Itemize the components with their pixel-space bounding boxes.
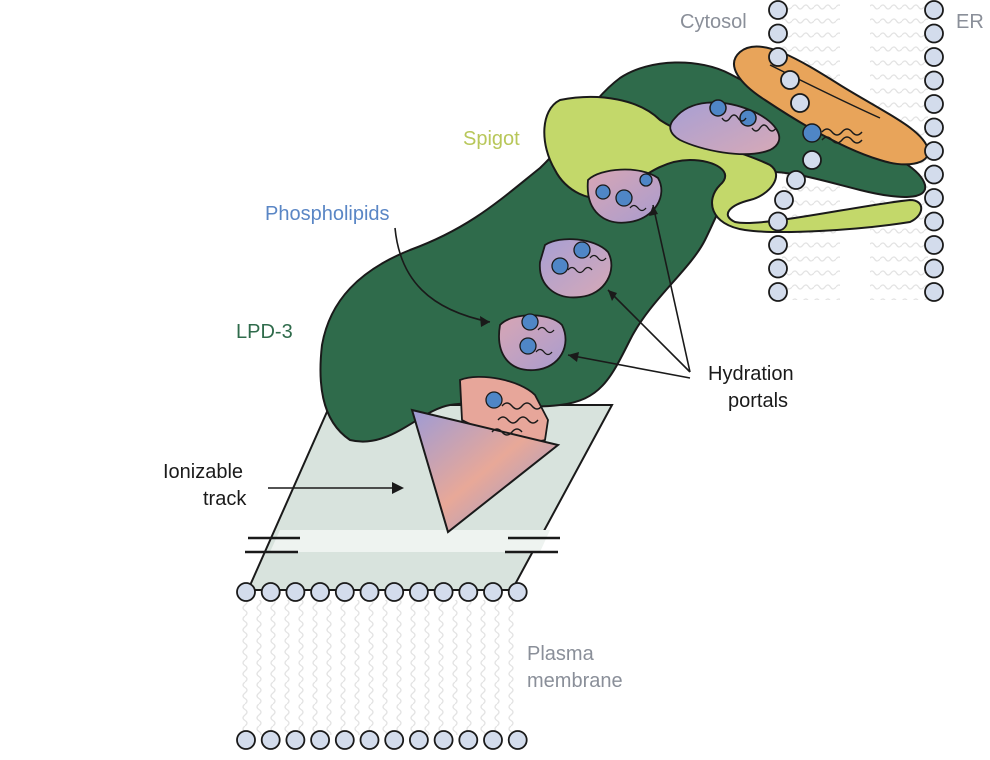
lipid-head (507, 730, 528, 750)
lipid-head (924, 235, 944, 255)
lipid-head (483, 582, 503, 602)
lipid-head (285, 582, 306, 602)
lipid-head (359, 730, 380, 750)
lipid-head (359, 582, 380, 602)
plasma-membrane (238, 600, 518, 735)
lipid-head (924, 0, 944, 20)
plasma-label-line2: membrane (527, 670, 623, 692)
lipid-head (334, 730, 355, 750)
lipid-head (768, 282, 788, 302)
lipid-head (384, 730, 405, 750)
pm-top-leaflet (236, 582, 528, 602)
portal-arrow-3 (567, 354, 691, 379)
lipid-head (408, 730, 429, 750)
lipid-head (433, 730, 454, 750)
hydration-label-line2: portals (728, 390, 788, 412)
lpd3-label: LPD-3 (236, 321, 293, 343)
lipid-head (433, 582, 454, 602)
lipid-head (285, 730, 306, 750)
hydration-portal-2 (539, 238, 613, 299)
lipid-head (334, 582, 355, 602)
cytosol-label: Cytosol (680, 11, 747, 33)
lipid-head (458, 582, 479, 602)
spigot-label: Spigot (463, 128, 520, 150)
lipid-head (310, 730, 331, 750)
annotation-arrows (268, 204, 691, 494)
lipid-head (768, 258, 788, 279)
lipid-head (924, 47, 944, 67)
lipid-head (768, 235, 788, 255)
lipid-head (408, 582, 429, 602)
phospholipids-label: Phospholipids (265, 203, 390, 225)
lipid-head (260, 730, 281, 750)
lipid-head (768, 23, 788, 44)
er-left-leaflet (768, 0, 822, 302)
lipid-head (780, 70, 800, 90)
lipid-head (924, 164, 944, 185)
groove-pod-top (669, 99, 781, 156)
lipid-head (924, 141, 944, 161)
portal-arrow-2 (607, 289, 691, 373)
lipid-head (236, 582, 256, 602)
lipid-head (924, 23, 944, 44)
lipid-head (924, 188, 944, 208)
er-right-leaflet (924, 0, 944, 302)
lipid-head (384, 582, 405, 602)
lipid-head (507, 582, 528, 602)
pm-bottom-leaflet (236, 730, 528, 750)
er-lipid-entering (802, 123, 863, 144)
er-label: ER (956, 11, 984, 33)
lipid-head (768, 0, 788, 20)
lipid-head (924, 258, 944, 279)
hydration-portal-1 (586, 168, 663, 224)
lipid-head (790, 93, 810, 113)
lipid-head (236, 730, 256, 750)
lipid-head (802, 150, 822, 170)
lipid-head (774, 190, 794, 210)
phospholipids-arrow (394, 227, 491, 323)
lipid-head (310, 582, 331, 602)
hydration-portal-3 (498, 313, 567, 371)
lipid-head (786, 170, 806, 190)
lipid-head (924, 211, 944, 232)
plasma-label-line1: Plasma (527, 643, 595, 665)
lpd3-protein (319, 61, 927, 443)
lipid-head (924, 282, 944, 302)
lipid-head (260, 582, 281, 602)
lipid-head (768, 47, 788, 67)
lipid-head (924, 70, 944, 91)
lipid-head (924, 94, 944, 114)
hydration-label-line1: Hydration (708, 363, 794, 385)
ionizable-triangle (410, 375, 561, 534)
lipid-head (458, 730, 479, 750)
ionizable-label-line2: track (203, 488, 247, 510)
ionizable-label-line1: Ionizable (163, 461, 243, 483)
lipid-head (924, 117, 944, 138)
portal-arrow-1 (652, 204, 691, 373)
lipid-head (483, 730, 503, 750)
lipid-head (768, 211, 788, 232)
